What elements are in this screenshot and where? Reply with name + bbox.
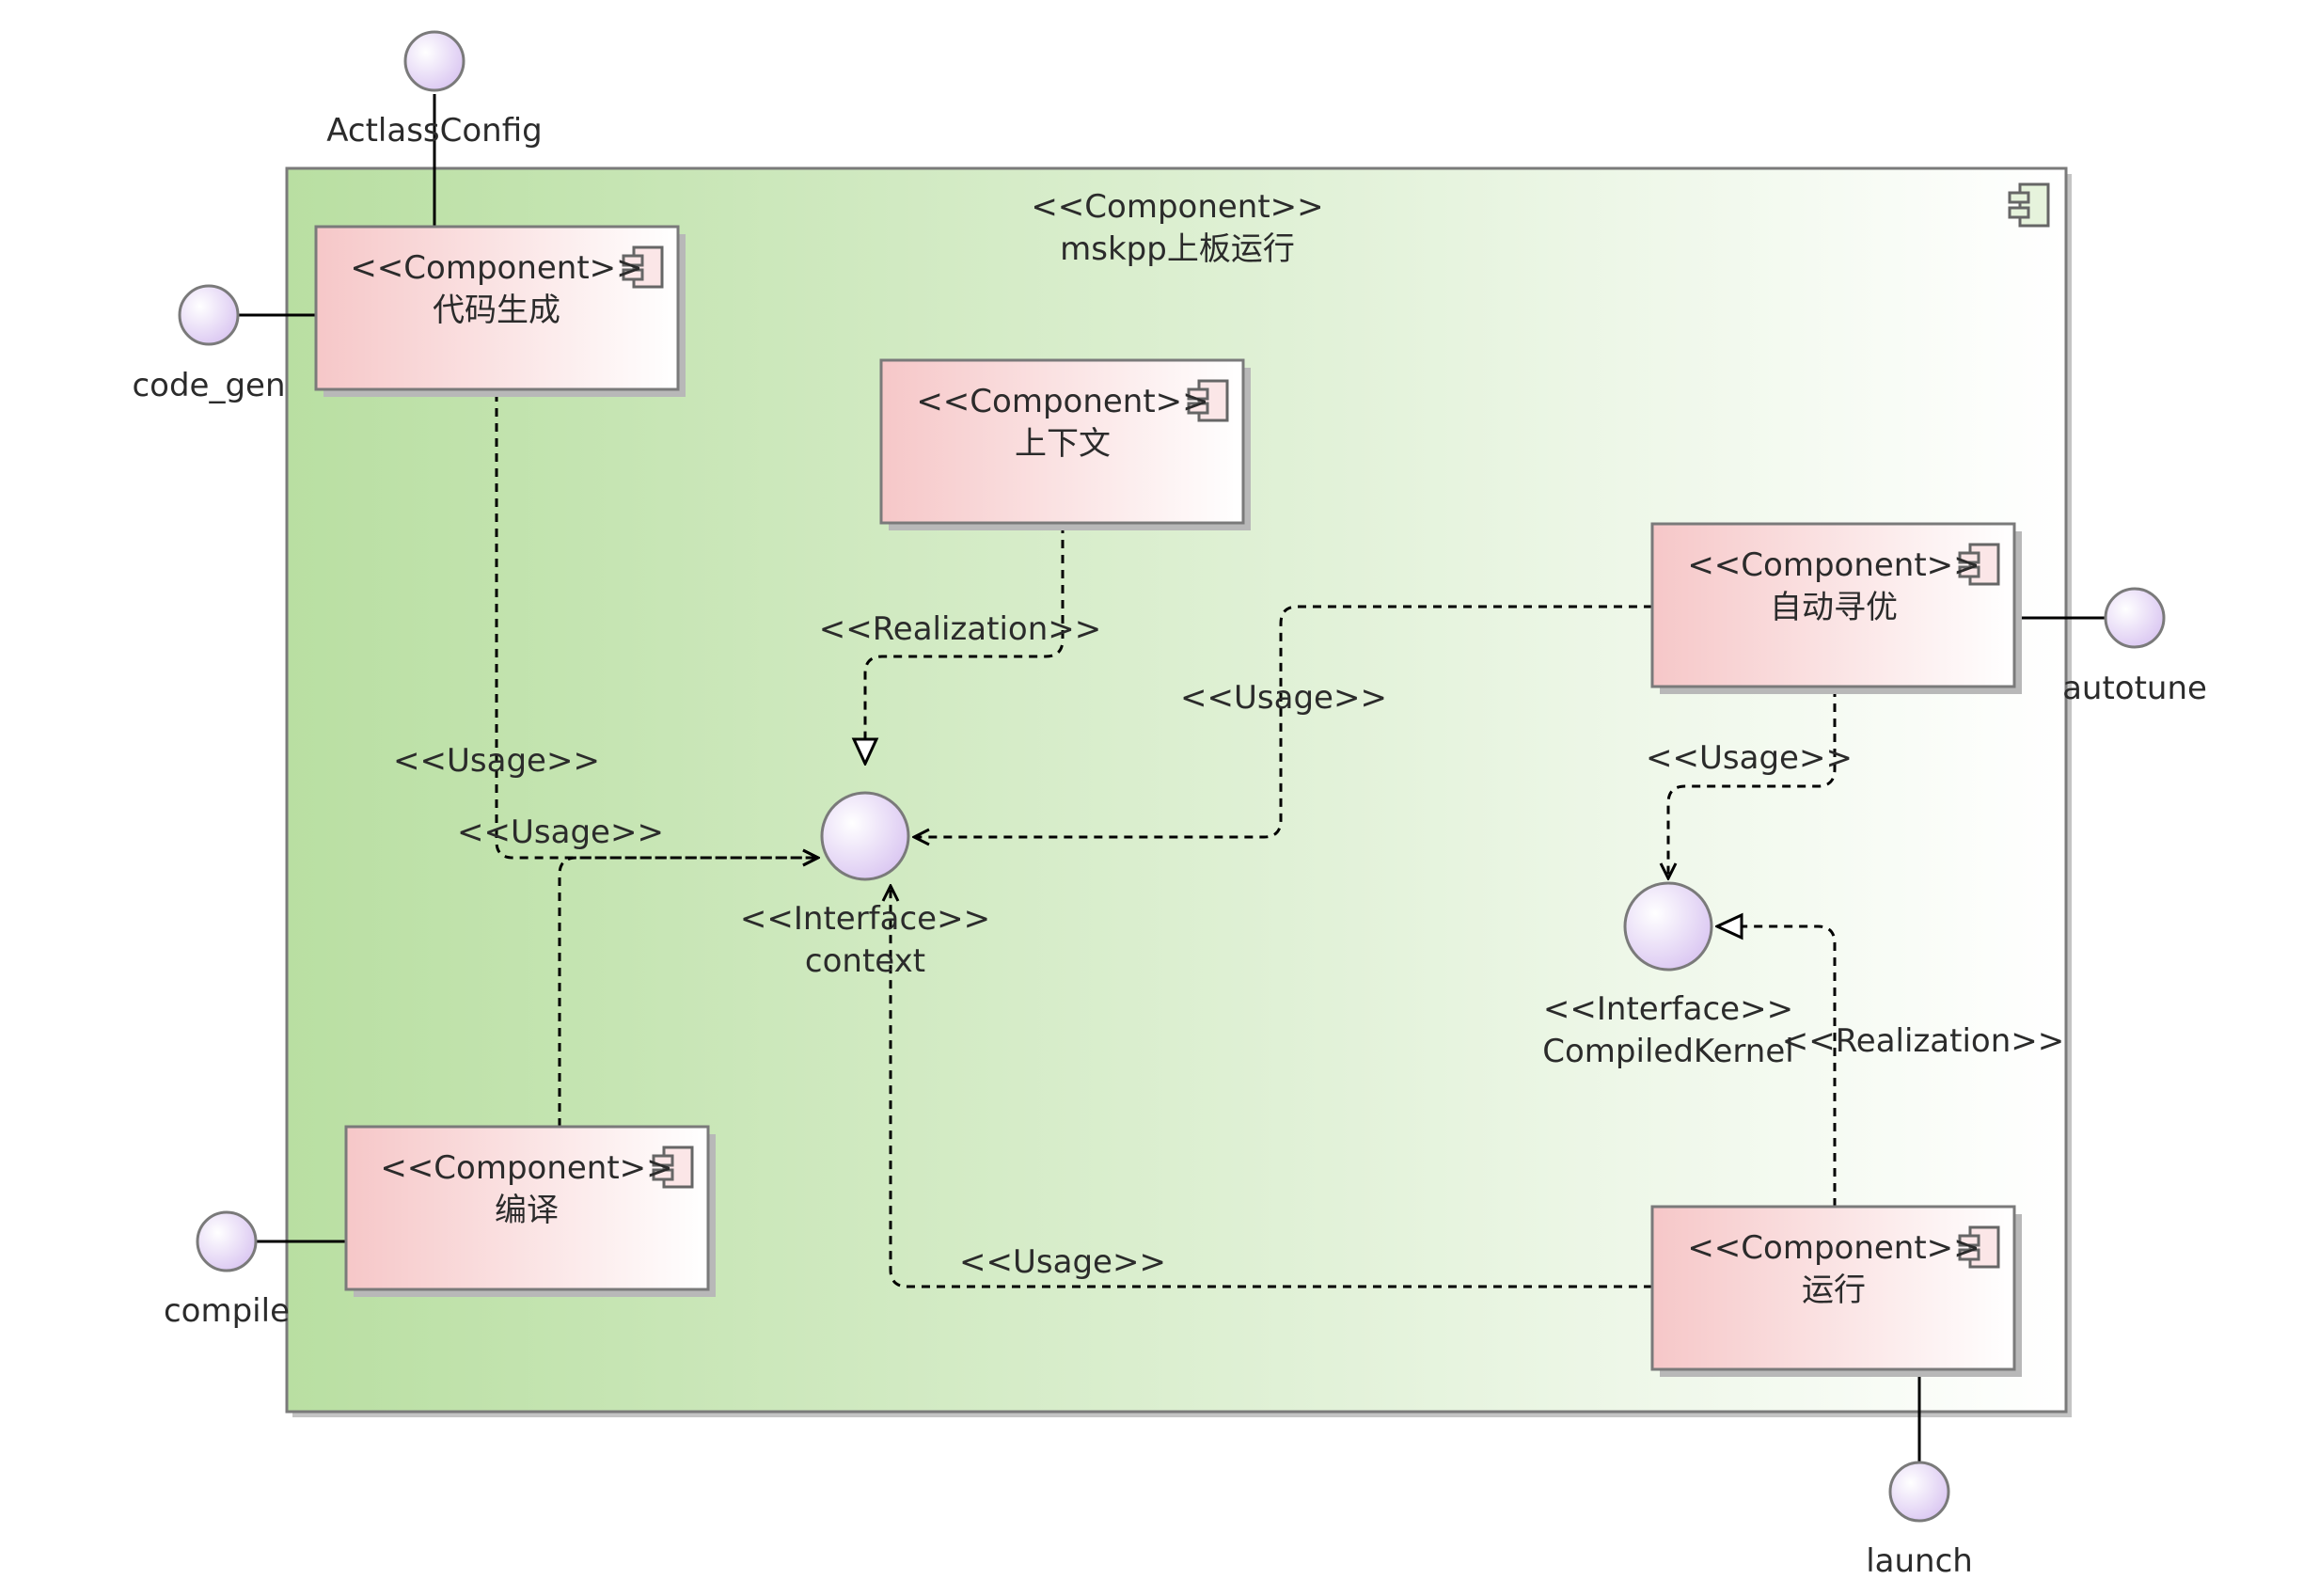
label-realization-context: <<Realization>>	[819, 610, 1102, 648]
component-icon	[1958, 1225, 2000, 1269]
component-stereotype: <<Component>>	[916, 383, 1208, 420]
component-icon	[652, 1146, 694, 1189]
label-usage-codegen: <<Usage>>	[393, 742, 600, 780]
component-name: 运行	[1802, 1272, 1866, 1309]
port-label: autotune	[2062, 670, 2207, 707]
label-usage-run: <<Usage>>	[959, 1243, 1166, 1281]
interface-stereotype: <<Interface>>	[740, 900, 990, 938]
port-compile[interactable]: compile	[164, 1210, 290, 1330]
realization-edge-context	[865, 525, 1065, 764]
component-name: 编译	[495, 1192, 559, 1229]
relation-labels: <<Realization>> <<Usage>> <<Usage>> <<Us…	[393, 610, 2064, 1281]
label-usage-compile: <<Usage>>	[457, 814, 664, 851]
connectors	[238, 94, 2106, 1462]
component-stereotype: <<Component>>	[350, 249, 642, 287]
component-icon	[1187, 379, 1229, 422]
interface-stereotype: <<Interface>>	[1543, 990, 1793, 1028]
component-stereotype: <<Component>>	[1687, 1229, 1980, 1267]
component-icon	[2008, 182, 2050, 228]
port-code-gen[interactable]: code_gen	[132, 284, 286, 404]
port-actlassconfig[interactable]: ActlassConfig	[326, 30, 543, 150]
component-context[interactable]: <<Component>> 上下文	[879, 358, 1251, 530]
component-name: 自动寻优	[1770, 589, 1898, 626]
component-icon	[622, 245, 664, 289]
component-stereotype: <<Component>>	[1687, 546, 1980, 584]
port-autotune[interactable]: autotune	[2062, 587, 2207, 707]
interface-context[interactable]: <<Interface>> context	[740, 791, 990, 980]
component-run[interactable]: <<Component>> 运行	[1650, 1205, 2022, 1377]
label-realization-kernel: <<Realization>>	[1782, 1022, 2065, 1060]
usage-edge-autotune-context	[914, 605, 1652, 837]
component-compile[interactable]: <<Component>> 编译	[344, 1125, 716, 1297]
label-usage-autotune-kernel: <<Usage>>	[1646, 739, 1853, 777]
port-label: launch	[1866, 1542, 1973, 1580]
component-codegen[interactable]: <<Component>> 代码生成	[314, 225, 686, 397]
container-stereotype: <<Component>>	[1031, 188, 1323, 226]
container-title: mskpp上板运行	[1060, 230, 1295, 268]
interface-compiled-kernel[interactable]: <<Interface>> CompiledKernel	[1542, 881, 1794, 1070]
interface-name: CompiledKernel	[1542, 1033, 1793, 1070]
usage-edge-compile	[558, 858, 818, 1127]
port-label: compile	[164, 1292, 290, 1330]
component-name: 代码生成	[433, 292, 560, 329]
realization-edge-kernel	[1717, 926, 1837, 1207]
port-label: code_gen	[132, 367, 285, 404]
component-name: 上下文	[1015, 425, 1111, 463]
label-usage-autotune-context: <<Usage>>	[1180, 679, 1387, 717]
component-autotune[interactable]: <<Component>> 自动寻优	[1650, 522, 2022, 694]
port-launch[interactable]: launch	[1866, 1461, 1973, 1580]
usage-edge-autotune-kernel	[1668, 688, 1837, 878]
component-icon	[1958, 543, 2000, 586]
usage-edge-run	[891, 886, 1652, 1288]
component-stereotype: <<Component>>	[380, 1149, 672, 1187]
port-label: ActlassConfig	[326, 112, 542, 150]
interface-name: context	[805, 942, 925, 980]
